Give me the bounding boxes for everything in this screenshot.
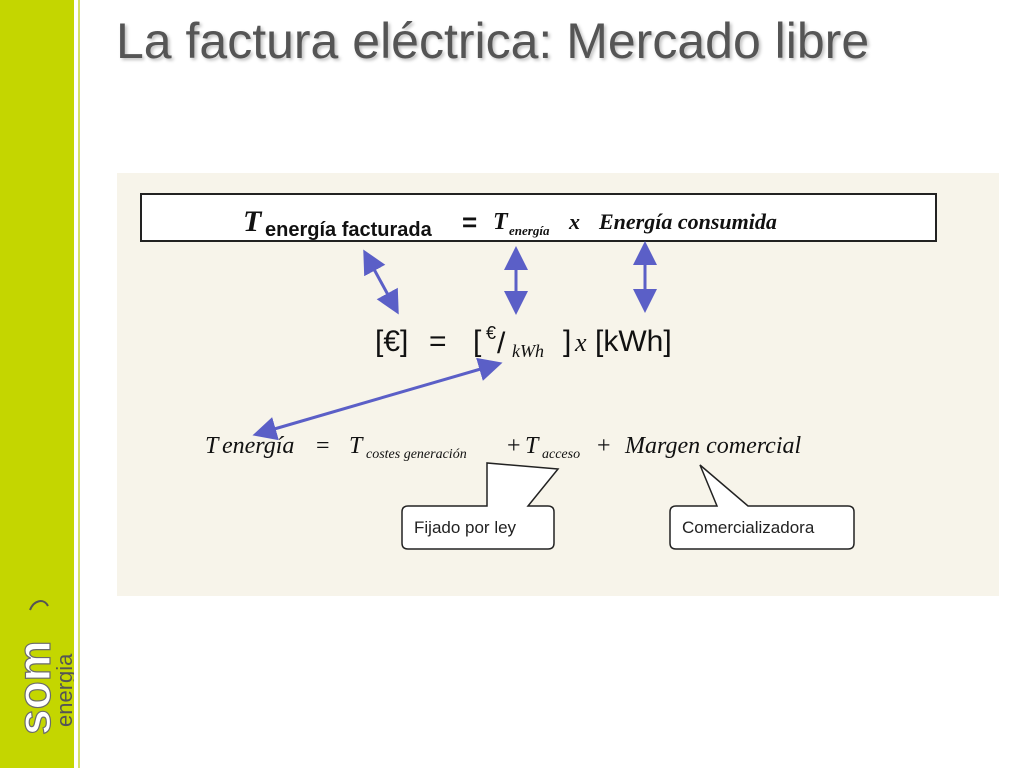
energy-plus-1: + xyxy=(507,433,521,459)
formula-rhs-T-subscript: energía xyxy=(509,223,550,238)
energy-T-access: T xyxy=(525,433,540,459)
callout-law-bubble xyxy=(401,462,560,550)
callout-retailer-bubble xyxy=(669,464,855,550)
units-kwh: [kWh] xyxy=(595,325,672,358)
units-slash: / xyxy=(497,327,506,360)
callout-retailer-label: Comercializadora xyxy=(682,518,815,537)
logo-text-sub: energia xyxy=(52,653,74,727)
units-bracket-close: ] xyxy=(563,325,571,358)
energy-access-subscript: acceso xyxy=(542,447,580,462)
formula-lhs-subscript: energía facturada xyxy=(265,219,433,241)
som-energia-logo: som energia xyxy=(0,590,74,740)
energy-equals: = xyxy=(316,433,330,459)
sidebar-band xyxy=(0,0,74,768)
units-equals: = xyxy=(429,325,447,358)
callout-law-label: Fijado por ley xyxy=(414,518,517,537)
arrow-total-to-euro xyxy=(363,249,399,315)
formula-times: x xyxy=(568,209,580,234)
logo-text-main: som xyxy=(8,640,60,735)
units-kwh-denominator: kWh xyxy=(512,341,544,361)
logo-leaf-icon xyxy=(29,600,49,611)
energy-T: T xyxy=(205,433,220,459)
energy-plus-2: + xyxy=(597,433,611,459)
formula-equals: = xyxy=(462,207,477,237)
formula-lhs-T: T xyxy=(243,205,263,238)
formula-diagram: T energía facturada = T energía x Energí… xyxy=(117,173,999,596)
formula-box xyxy=(140,193,937,242)
energy-generation-subscript: costes generación xyxy=(366,447,467,462)
sidebar-divider-line xyxy=(78,0,80,768)
units-euro-numerator: € xyxy=(486,323,496,343)
formula-energy-consumed: Energía consumida xyxy=(598,209,777,234)
units-euro: [€] xyxy=(375,325,408,358)
sidebar-divider xyxy=(74,0,78,768)
energy-T-label: energía xyxy=(222,433,294,459)
energy-margin: Margen comercial xyxy=(624,433,802,459)
slide-title: La factura eléctrica: Mercado libre xyxy=(116,13,870,69)
arrow-price-to-energy-term xyxy=(252,357,503,441)
energy-T-generation: T xyxy=(349,433,364,459)
formula-rhs-T: T xyxy=(493,209,509,235)
units-times: x xyxy=(574,328,587,357)
units-bracket-open: [ xyxy=(473,325,482,358)
